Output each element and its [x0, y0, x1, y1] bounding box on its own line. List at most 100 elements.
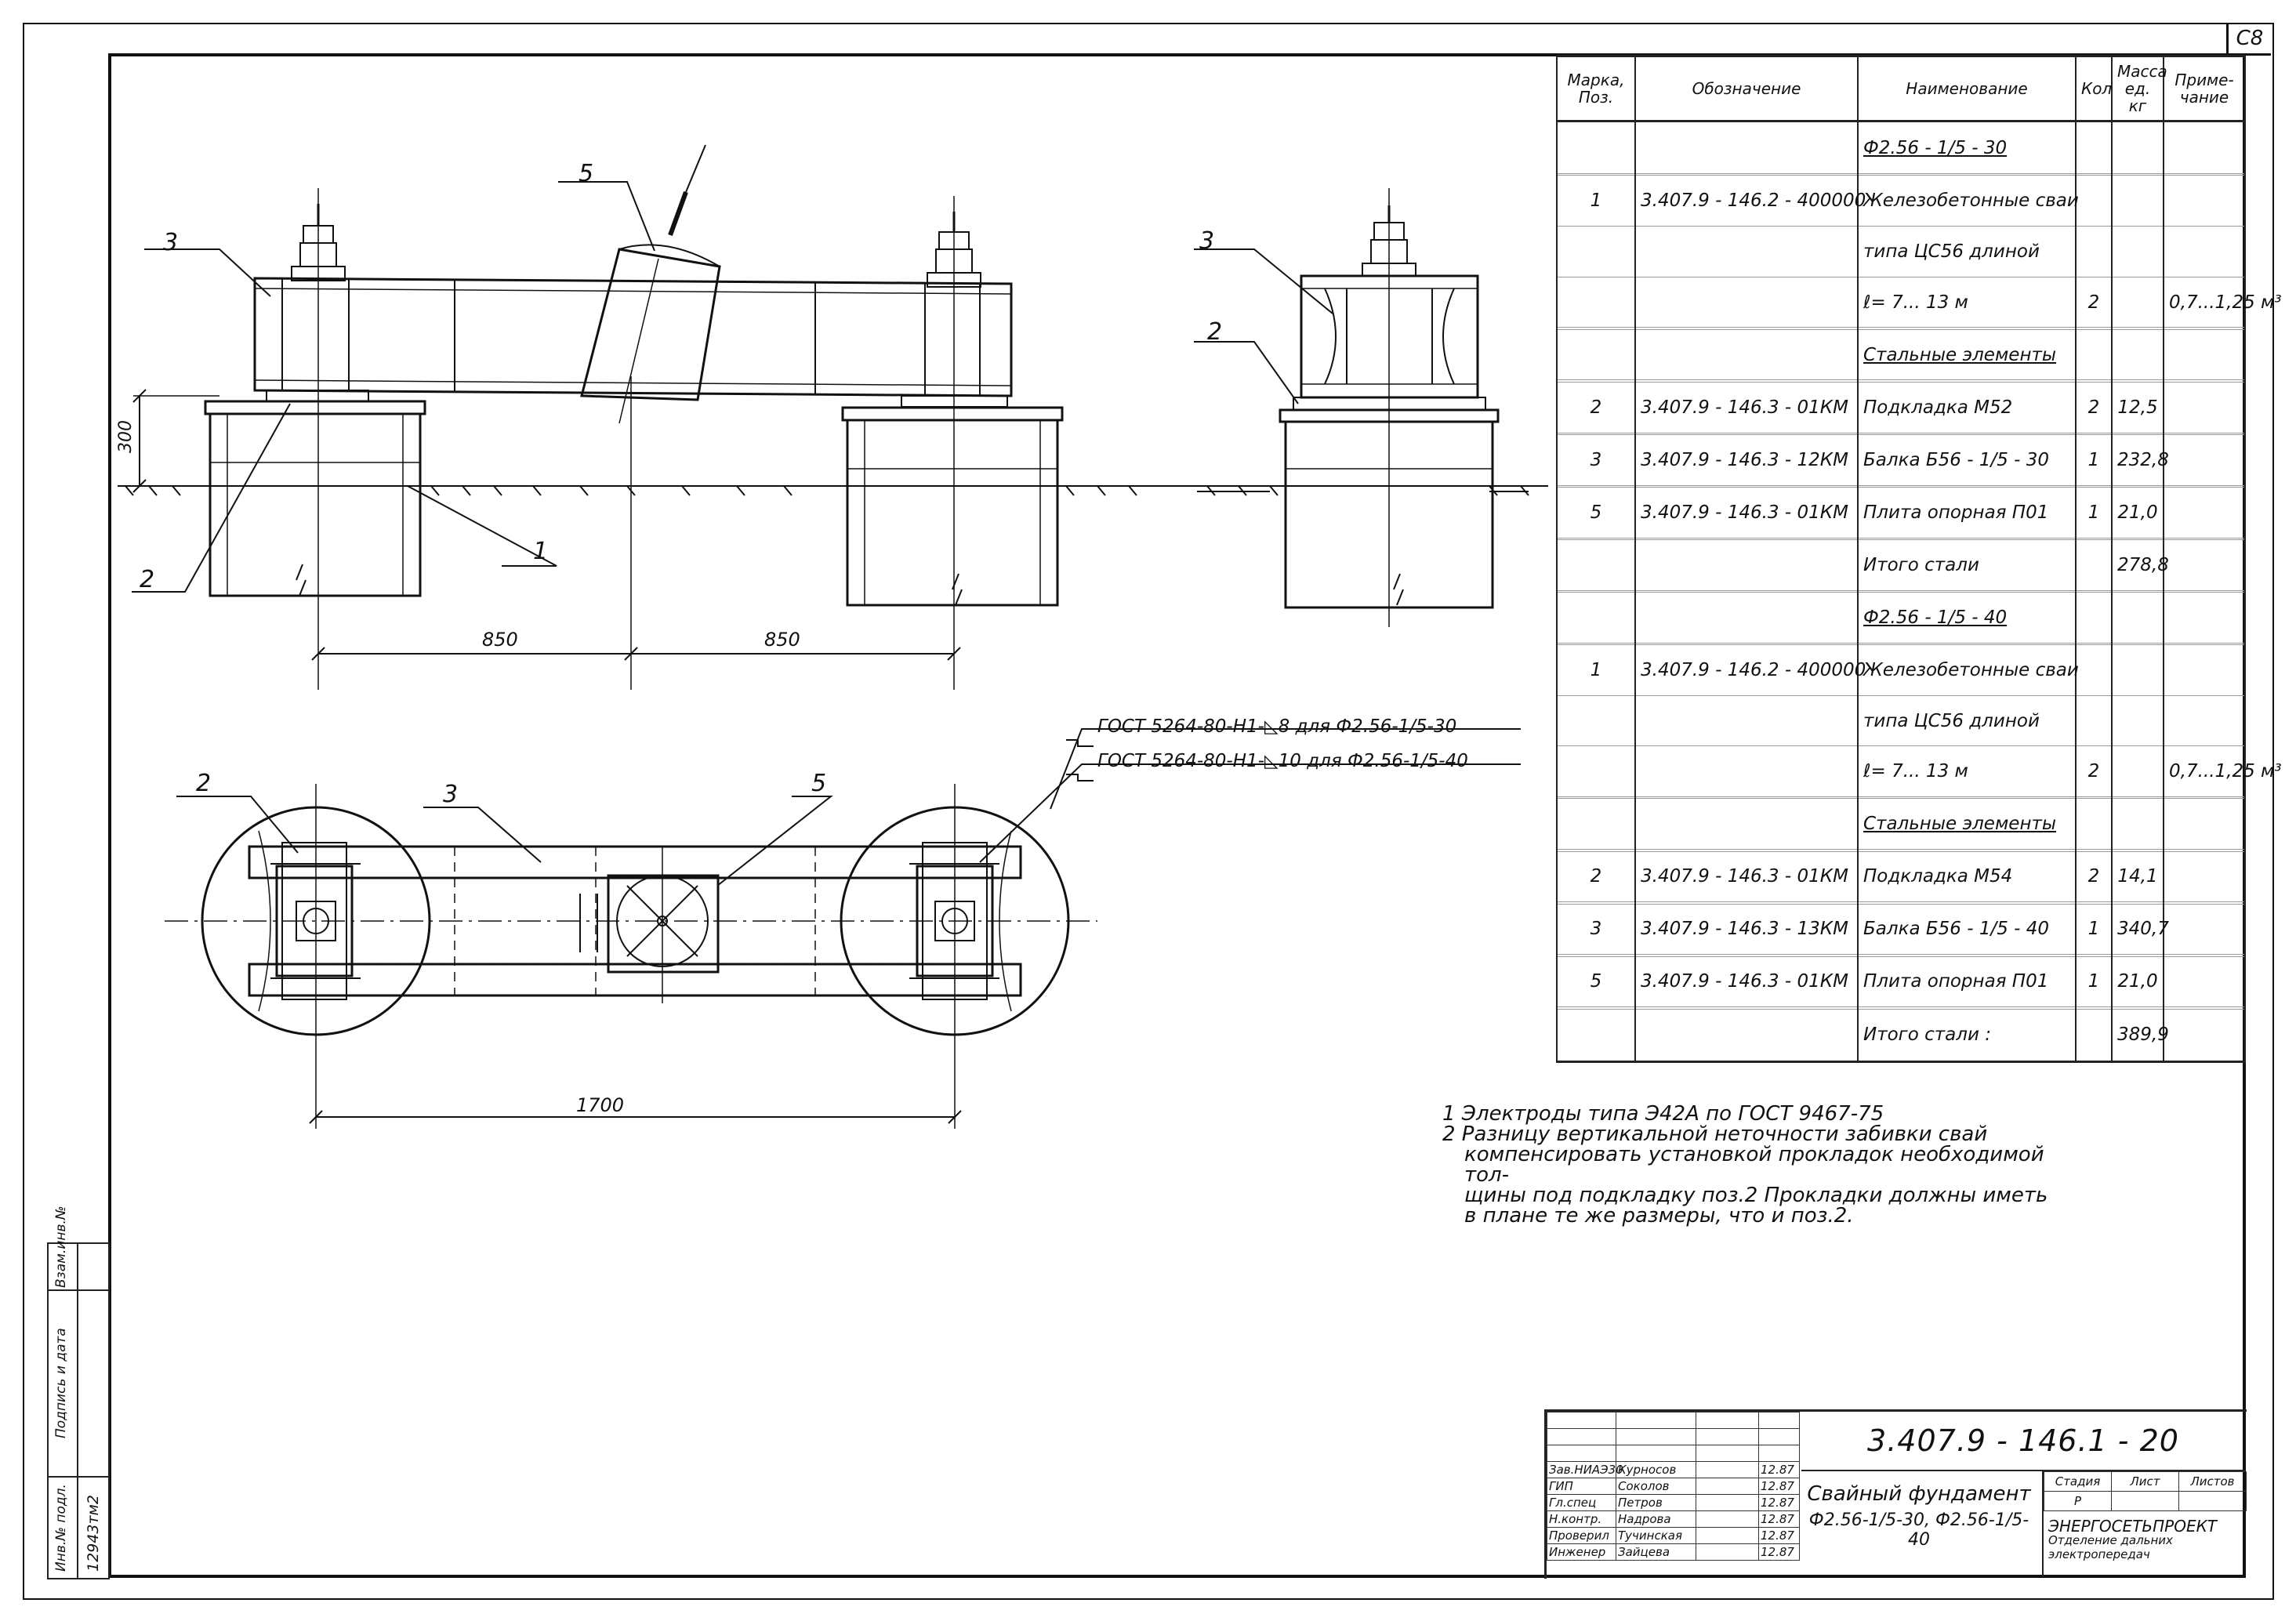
spec-cell-name: Итого стали	[1857, 539, 2077, 591]
spec-cell-qty	[2075, 1006, 2113, 1010]
spec-row	[1556, 643, 2246, 646]
signature-name: Петров	[1616, 1494, 1696, 1511]
spec-cell-pos	[1556, 798, 1636, 850]
spec-cell-qty	[2075, 644, 2113, 696]
spec-cell-pos	[1556, 173, 1636, 176]
signature-role: Н.контр.	[1547, 1510, 1616, 1528]
spec-cell-qty	[2075, 592, 2113, 644]
spec-cell-code: 3.407.9 - 146.2 - 400000	[1634, 175, 1866, 227]
spec-cell-pos	[1556, 538, 1636, 541]
spec-cell-mass: 278,8	[2111, 539, 2169, 591]
spec-cell-code	[1634, 539, 1859, 591]
spec-cell-qty	[2075, 798, 2113, 850]
spec-cell-mass	[2111, 485, 2164, 488]
label-pos-3-side: 3	[1199, 227, 1215, 255]
spec-cell-qty	[2075, 796, 2113, 800]
spec-header-qty: Кол	[2075, 56, 2113, 122]
spec-cell-code	[1634, 901, 1859, 905]
spec-cell-pos	[1556, 121, 1636, 175]
signature-name: Курносов	[1616, 1461, 1696, 1478]
stage-value: Р	[2044, 1491, 2112, 1511]
outer-frame	[23, 23, 2274, 1600]
spec-cell-note	[2163, 643, 2246, 646]
spec-cell-mass	[2111, 277, 2164, 328]
signature-role: Проверил	[1547, 1527, 1616, 1544]
plan-view	[165, 728, 1521, 1129]
spec-cell-code: 3.407.9 - 146.3 - 13КМ	[1634, 904, 1859, 956]
spec-cell-pos	[1556, 796, 1636, 800]
spec-cell-pos	[1556, 590, 1636, 593]
spec-cell-mass: 389,9	[2111, 1009, 2169, 1063]
spec-cell-name: Балка Б56 - 1/5 - 40	[1857, 904, 2077, 956]
spec-cell-name	[1857, 796, 2077, 800]
spec-row	[1556, 379, 2246, 383]
signature-sign	[1696, 1543, 1759, 1561]
label-pos-3-front: 3	[163, 229, 179, 256]
spec-cell-qty	[2075, 379, 2113, 383]
spec-cell-note	[2163, 901, 2246, 905]
signature-date: 12.87	[1758, 1510, 1800, 1528]
spec-row: Стальные элементы	[1556, 798, 2246, 850]
spec-cell-note: 0,7...1,25 м³	[2163, 745, 2282, 798]
spec-cell-mass: 232,8	[2111, 434, 2169, 486]
spec-cell-mass	[2111, 954, 2164, 957]
spec-header-mass: Масса ед. кг	[2111, 56, 2167, 122]
spec-cell-code	[1634, 695, 1859, 747]
spec-cell-pos	[1556, 745, 1636, 798]
spec-cell-name	[1857, 327, 2077, 330]
stamp-inv-label: Инв.№ подл.	[53, 1484, 69, 1572]
spec-cell-note	[2163, 434, 2246, 486]
signature-role: Гл.спец	[1547, 1494, 1616, 1511]
spec-cell-pos: 1	[1556, 175, 1636, 227]
signature-role: Зав.НИАЭ30	[1547, 1461, 1623, 1478]
spec-cell-qty	[2075, 433, 2113, 436]
spec-row	[1556, 485, 2246, 488]
spec-cell-code	[1634, 485, 1859, 488]
spec-cell-mass	[2111, 121, 2164, 175]
spec-cell-name: Подкладка М52	[1857, 382, 2077, 433]
spec-cell-code	[1634, 590, 1859, 593]
spec-cell-pos	[1556, 433, 1636, 436]
spec-cell-qty: 1	[2075, 434, 2113, 486]
spec-header-note: Приме- чание	[2163, 56, 2246, 122]
signature-name: Тучинская	[1616, 1527, 1696, 1544]
spec-cell-note	[2163, 121, 2246, 175]
spec-cell-mass	[2111, 538, 2164, 541]
spec-cell-name: типа ЦС56 длиной	[1857, 695, 2077, 747]
spec-cell-note	[2163, 849, 2246, 852]
label-pos-1-front: 1	[533, 538, 549, 565]
spec-cell-pos	[1556, 643, 1636, 646]
spec-cell-name	[1857, 901, 2077, 905]
spec-cell-mass: 14,1	[2111, 851, 2164, 903]
spec-cell-note	[2163, 1006, 2246, 1010]
spec-row	[1556, 954, 2246, 957]
spec-cell-pos: 3	[1556, 904, 1636, 956]
spec-cell-name: Стальные элементы	[1857, 329, 2077, 381]
spec-cell-pos	[1556, 695, 1636, 747]
note-line: щины под подкладку поз.2 Прокладки должн…	[1464, 1184, 2048, 1207]
spec-cell-pos	[1556, 1006, 1636, 1010]
spec-cell-code	[1634, 745, 1859, 798]
spec-cell-note	[2163, 538, 2246, 541]
spec-cell-pos: 2	[1556, 851, 1636, 903]
signature-date: 12.87	[1758, 1461, 1800, 1478]
label-pos-2-side: 2	[1207, 318, 1223, 346]
spec-cell-code	[1634, 173, 1859, 176]
spec-cell-qty: 1	[2075, 487, 2113, 539]
signature-role: Инженер	[1547, 1543, 1616, 1561]
spec-cell-code	[1634, 433, 1859, 436]
spec-row	[1556, 327, 2246, 330]
spec-cell-note	[2163, 904, 2246, 956]
spec-cell-note	[2163, 433, 2246, 436]
signature-sign	[1696, 1478, 1759, 1495]
spec-cell-note	[2163, 173, 2246, 176]
spec-cell-note	[2163, 592, 2246, 644]
spec-cell-note	[2163, 539, 2246, 591]
spec-cell-qty	[2075, 175, 2113, 227]
spec-cell-name: Плита опорная П01	[1857, 487, 2077, 539]
